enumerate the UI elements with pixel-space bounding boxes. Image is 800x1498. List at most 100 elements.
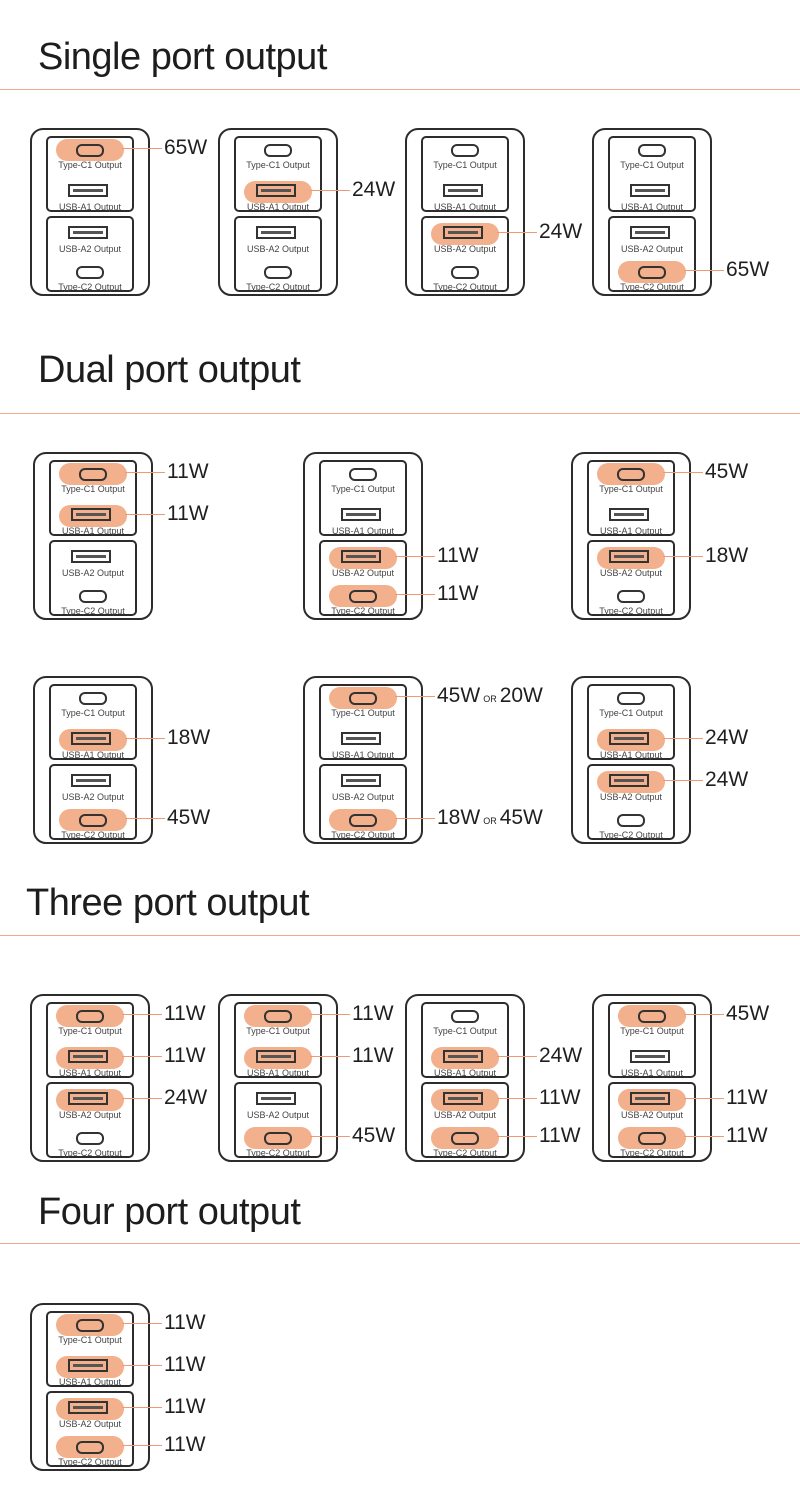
port-label: USB-A1 Output <box>246 1068 310 1078</box>
port-label: USB-A1 Output <box>58 1068 122 1078</box>
port-group-bottom <box>587 764 675 840</box>
usb-a-port: USB-A2 Output <box>319 546 407 584</box>
leader-line <box>684 1136 724 1137</box>
usb-a-port: USB-A2 Output <box>234 222 322 260</box>
port-group-top <box>587 684 675 760</box>
active-port-highlight <box>59 809 127 831</box>
wattage-label: 11W <box>726 1086 768 1109</box>
leader-line <box>122 1365 162 1366</box>
active-port-highlight <box>59 463 127 485</box>
usb-a-port-icon <box>443 226 483 239</box>
wattage-label: 11W <box>352 1002 394 1025</box>
wattage-label: 11W <box>726 1124 768 1147</box>
active-port-highlight <box>329 585 397 607</box>
usb-a-port: USB-A1 Output <box>49 504 137 542</box>
usb-a-port: USB-A1 Output <box>421 180 509 218</box>
port-group-top <box>319 684 407 760</box>
port-label: USB-A2 Output <box>331 792 395 802</box>
wattage-label: 18W <box>705 544 749 567</box>
usb-c-port-icon <box>264 1010 292 1023</box>
port-group-bottom <box>587 540 675 616</box>
wattage-label: 24W <box>705 768 749 791</box>
usb-c-port: Type-C2 Output <box>587 808 675 846</box>
leader-line <box>310 1014 350 1015</box>
section-divider <box>0 935 800 936</box>
usb-c-port: Type-C1 Output <box>46 138 134 176</box>
port-label: USB-A1 Output <box>433 1068 497 1078</box>
usb-a-port: USB-A2 Output <box>608 1088 696 1126</box>
port-group-bottom <box>421 1082 509 1158</box>
usb-c-port: Type-C1 Output <box>49 686 137 724</box>
wattage-label: 11W <box>164 1311 206 1334</box>
wattage-label: 24W <box>705 726 749 749</box>
wattage-option: 45W <box>499 806 543 829</box>
usb-a-port-icon <box>68 184 108 197</box>
usb-a-port-icon <box>609 732 649 745</box>
wattage-option: 18W <box>437 806 481 829</box>
port-label: Type-C2 Output <box>599 606 663 616</box>
wattage-option: 45W <box>437 684 481 707</box>
usb-c-port-icon <box>349 692 377 705</box>
usb-a-port-icon <box>71 732 111 745</box>
leader-line <box>310 1056 350 1057</box>
port-label: Type-C1 Output <box>58 1026 122 1036</box>
port-label: Type-C2 Output <box>433 282 497 292</box>
leader-line <box>310 190 350 191</box>
usb-c-port: Type-C1 Output <box>319 462 407 500</box>
port-label: Type-C1 Output <box>246 160 310 170</box>
wattage-label: 24W <box>352 178 396 201</box>
usb-c-port-icon <box>264 144 292 157</box>
active-port-highlight <box>618 261 686 283</box>
usb-c-port-icon <box>349 814 377 827</box>
usb-a-port-icon <box>71 508 111 521</box>
section-divider <box>0 1243 800 1244</box>
usb-c-port-icon <box>617 468 645 481</box>
port-label: USB-A1 Output <box>61 750 125 760</box>
leader-line <box>497 1136 537 1137</box>
port-label: USB-A1 Output <box>331 750 395 760</box>
port-label: USB-A2 Output <box>599 568 663 578</box>
usb-c-port: Type-C2 Output <box>46 1435 134 1473</box>
active-port-highlight <box>244 1005 312 1027</box>
wattage-label: 45W <box>352 1124 396 1147</box>
usb-c-port: Type-C1 Output <box>608 1004 696 1042</box>
port-label: Type-C2 Output <box>246 282 310 292</box>
usb-c-port-icon <box>638 1132 666 1145</box>
usb-a-port-icon <box>443 184 483 197</box>
usb-a-port-icon <box>256 184 296 197</box>
usb-a-port-icon <box>341 508 381 521</box>
wattage-label: 65W <box>164 136 208 159</box>
usb-a-port: USB-A1 Output <box>46 1355 134 1393</box>
leader-line <box>122 1098 162 1099</box>
usb-c-port-icon <box>451 266 479 279</box>
port-group-bottom <box>49 540 137 616</box>
port-label: USB-A2 Output <box>331 568 395 578</box>
active-port-highlight <box>56 1005 124 1027</box>
usb-c-port: Type-C1 Output <box>587 462 675 500</box>
usb-a-port: USB-A2 Output <box>46 1397 134 1435</box>
usb-c-port-icon <box>76 1010 104 1023</box>
port-label: USB-A2 Output <box>58 1419 122 1429</box>
port-label: USB-A2 Output <box>58 244 122 254</box>
usb-c-port-icon <box>76 144 104 157</box>
wattage-label: 24W <box>539 1044 583 1067</box>
port-label: USB-A2 Output <box>58 1110 122 1120</box>
leader-line <box>122 1014 162 1015</box>
port-group-bottom <box>421 216 509 292</box>
port-label: Type-C2 Output <box>58 1148 122 1158</box>
or-label: OR <box>483 694 497 704</box>
usb-c-port-icon <box>349 590 377 603</box>
port-label: USB-A1 Output <box>58 1377 122 1387</box>
usb-a-port: USB-A2 Output <box>49 546 137 584</box>
port-label: USB-A1 Output <box>246 202 310 212</box>
port-group-top <box>587 460 675 536</box>
leader-line <box>684 1014 724 1015</box>
